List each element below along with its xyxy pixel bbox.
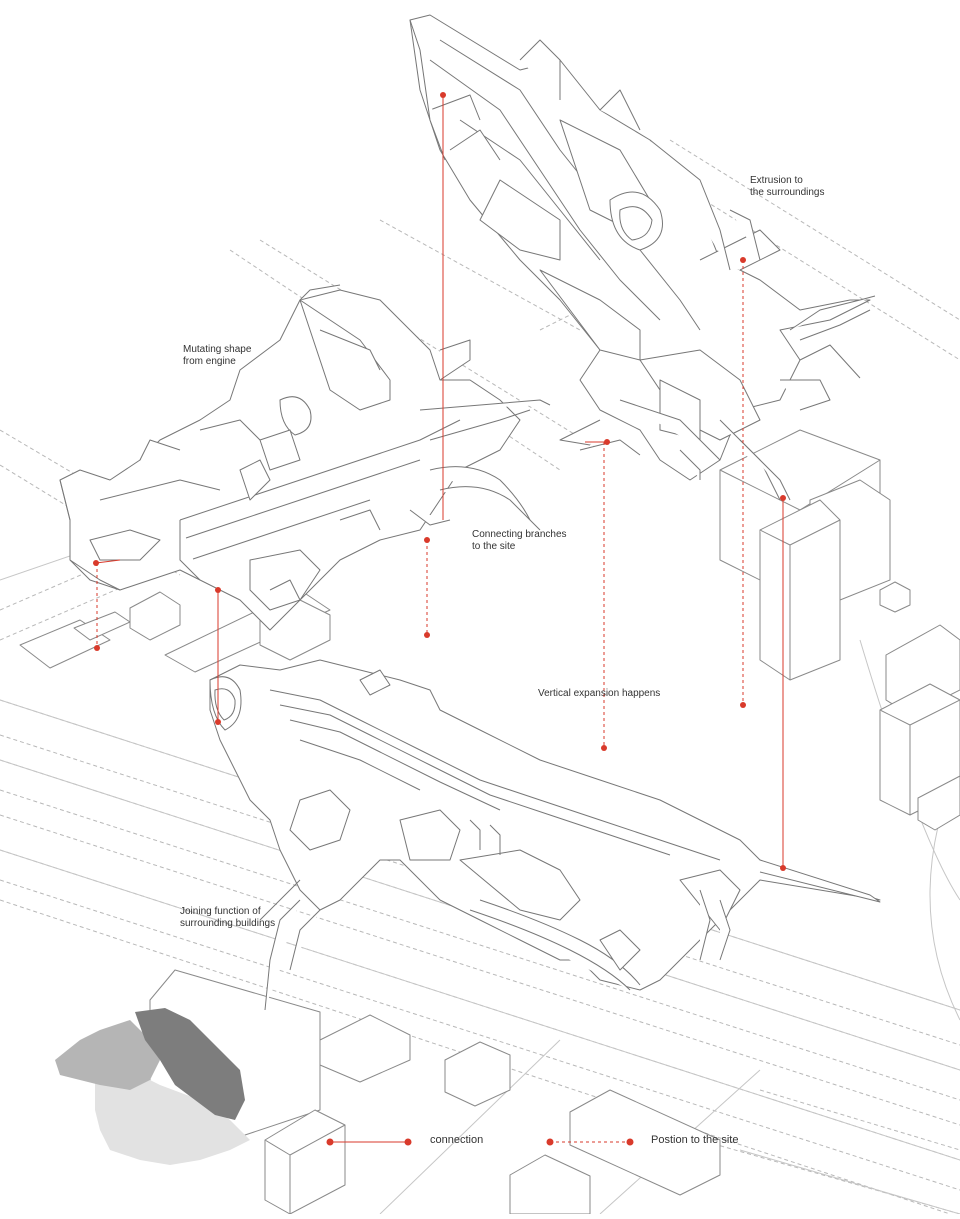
label-connecting: Connecting branches to the site bbox=[472, 529, 567, 552]
legend-dot bbox=[326, 1138, 334, 1146]
module-left bbox=[59, 284, 551, 631]
legend-connection: connection bbox=[430, 1134, 484, 1146]
legend-dot bbox=[546, 1138, 554, 1146]
dot bbox=[424, 632, 430, 638]
connectors bbox=[95, 95, 784, 1143]
dot bbox=[601, 745, 607, 751]
dot bbox=[94, 645, 100, 651]
dot bbox=[93, 560, 99, 566]
legend-position: Postion to the site bbox=[651, 1134, 739, 1146]
label-joining: Joining function of surrounding building… bbox=[180, 906, 276, 929]
thumb-mid bbox=[55, 1020, 160, 1090]
dot bbox=[780, 865, 786, 871]
module-lower bbox=[209, 659, 881, 1011]
connector-solid-5 bbox=[95, 559, 121, 564]
label-extrusion: Extrusion to the surroundings bbox=[750, 175, 825, 198]
dot bbox=[440, 92, 446, 98]
thumb-dark bbox=[135, 1008, 245, 1120]
dot bbox=[740, 257, 746, 263]
thumb-pale bbox=[95, 1070, 250, 1165]
dot bbox=[215, 719, 221, 725]
module-top-right bbox=[409, 14, 876, 501]
legend-dot bbox=[626, 1138, 634, 1146]
connector-dots bbox=[93, 92, 786, 1146]
dot bbox=[780, 495, 786, 501]
dot bbox=[604, 439, 610, 445]
dot bbox=[740, 702, 746, 708]
dot bbox=[424, 537, 430, 543]
dot bbox=[215, 587, 221, 593]
label-vertical: Vertical expansion happens bbox=[538, 688, 661, 699]
thumbnail-composite bbox=[55, 1008, 250, 1165]
legend-dot bbox=[404, 1138, 412, 1146]
label-mutating: Mutating shape from engine bbox=[183, 344, 252, 367]
